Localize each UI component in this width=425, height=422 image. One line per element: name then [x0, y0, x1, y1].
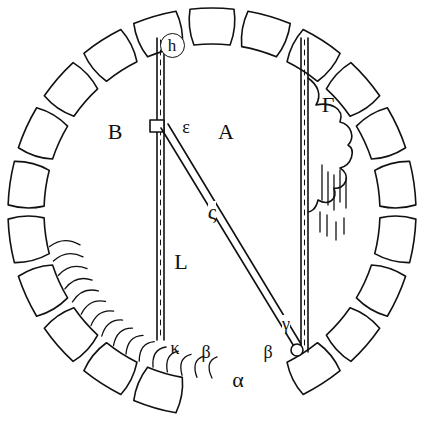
part-letter: γ: [282, 315, 290, 333]
wall-cell: [326, 63, 379, 117]
left-wall: [157, 38, 164, 340]
rod: [150, 120, 303, 356]
wall-cell: [84, 343, 137, 395]
cell-ring: [8, 8, 416, 413]
part-letter: ς: [208, 201, 217, 223]
part-letter: Γ: [322, 94, 335, 116]
striation: [181, 354, 191, 375]
part-letter: ε: [182, 118, 190, 136]
wall-cell: [134, 367, 183, 413]
wall-cell: [326, 308, 379, 362]
wall-cell: [287, 30, 340, 82]
striation: [65, 278, 92, 288]
part-letter: α: [232, 369, 244, 391]
right-wall: [301, 38, 308, 352]
part-letter: κ: [170, 339, 179, 357]
wall-cell: [375, 216, 416, 263]
wall-cell: [375, 161, 416, 208]
part-letter: β: [201, 343, 210, 361]
wall-cell: [8, 216, 49, 263]
wall-cell: [189, 8, 235, 45]
wall-cell: [44, 308, 97, 362]
node-text: h: [168, 37, 177, 54]
wall-cell: [44, 63, 97, 117]
striation: [50, 241, 80, 247]
striation: [72, 290, 98, 302]
striation: [59, 266, 88, 275]
wall-cell: [8, 161, 49, 208]
wall-cell: [84, 30, 137, 82]
part-letter: A: [218, 121, 234, 143]
striation: [53, 254, 83, 261]
wall-cell: [241, 11, 290, 57]
striation: [153, 347, 166, 367]
part-letter: L: [174, 251, 187, 273]
wall-cell: [356, 265, 405, 316]
striated-stack: [50, 241, 217, 378]
circled-label: h: [160, 33, 185, 58]
striation: [139, 342, 154, 361]
part-letter: B: [108, 121, 123, 143]
wall-cell: [18, 108, 67, 159]
wall-cell: [287, 343, 340, 395]
part-letter: β: [263, 343, 272, 361]
wall-cell: [356, 108, 405, 159]
gamma-region: [308, 78, 352, 240]
